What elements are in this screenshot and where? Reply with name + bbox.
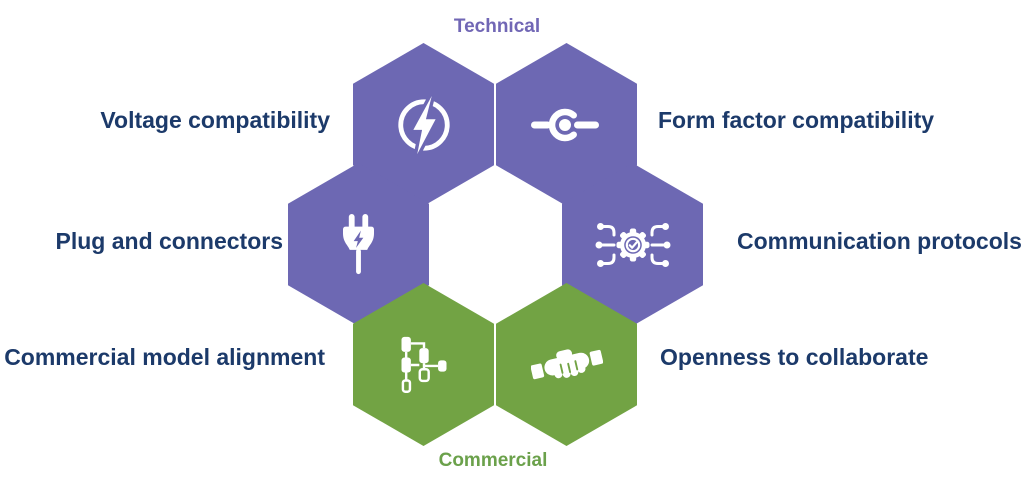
label-commercial-model-alignment: Commercial model alignment (4, 344, 325, 370)
label-plug-and-connectors: Plug and connectors (55, 228, 283, 254)
lightning-bolt-circle-icon (397, 93, 450, 156)
label-openness-to-collaborate: Openness to collaborate (660, 344, 929, 370)
inline-connector-icon (530, 108, 599, 141)
label-voltage-compatibility: Voltage compatibility (100, 107, 330, 133)
gear-network-check-icon (595, 222, 670, 267)
handshake-icon (530, 348, 603, 379)
label-form-factor-compatibility: Form factor compatibility (658, 107, 935, 133)
commercial-group-title: Commercial (438, 450, 548, 471)
label-communication-protocols: Communication protocols (737, 228, 1022, 254)
power-plug-icon (343, 213, 374, 274)
technical-group-title: Technical (453, 16, 541, 37)
flowchart-icon (401, 336, 446, 393)
